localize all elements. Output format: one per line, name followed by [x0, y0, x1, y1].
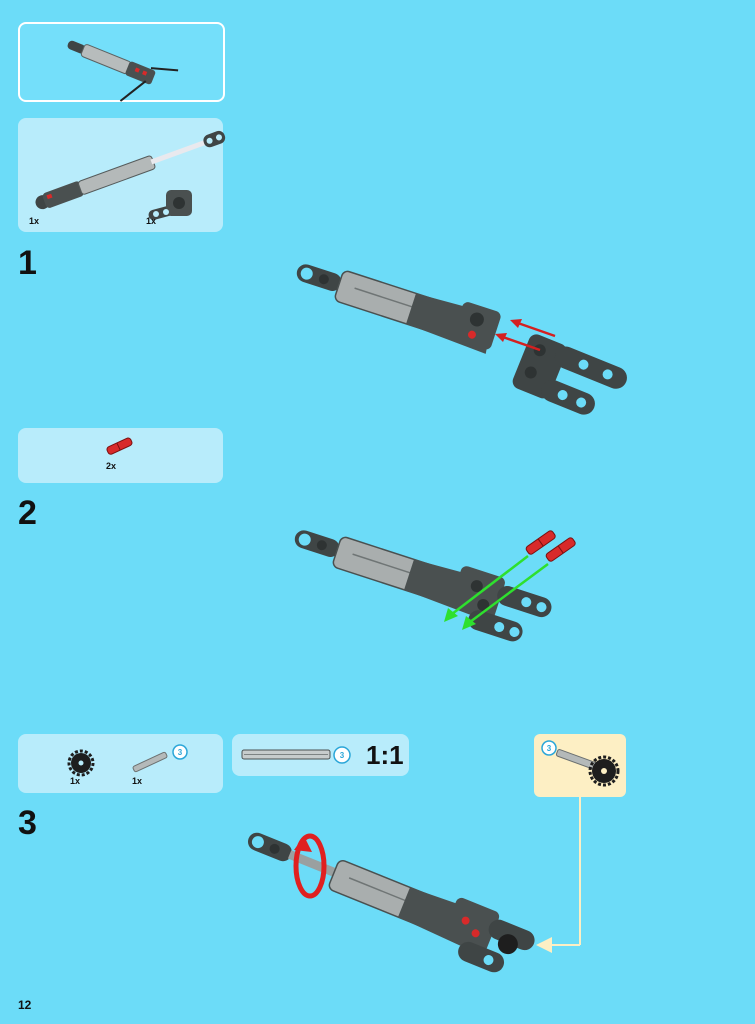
- scale-badge: 3: [340, 751, 345, 760]
- step-number: 1: [18, 244, 37, 282]
- step-2-parts-panel: 2x: [18, 428, 223, 483]
- step-number: 2: [18, 494, 37, 532]
- step-3-parts-panel: 3 1x 1x: [18, 734, 223, 793]
- step-1-parts-panel: 1x 1x: [18, 118, 226, 232]
- axle-scale-icon: 3: [241, 746, 351, 764]
- green-arrow: [469, 562, 549, 624]
- part-quantity: 1x: [146, 216, 157, 226]
- page-number: 12: [18, 998, 32, 1012]
- part-quantity: 1x: [70, 776, 81, 786]
- subassembly-badge: 3: [547, 744, 552, 753]
- assembly-preview-illustration: [67, 40, 179, 102]
- subassembly-callout: 3: [534, 734, 626, 797]
- rotate-arrow: [293, 833, 327, 899]
- gear-part-icon: [67, 749, 95, 777]
- gear-on-axle-subassembly: 3: [541, 740, 620, 787]
- red-arrow: [514, 320, 556, 338]
- scale-label: 1:1: [366, 740, 404, 770]
- shock-absorber-part-icon: [35, 130, 226, 220]
- step-3-part-icons: 3: [67, 744, 188, 777]
- preview-panel: [18, 22, 225, 102]
- part-quantity: 1x: [29, 216, 40, 226]
- axle-part-icon: 3: [132, 744, 188, 773]
- part-quantity: 1x: [132, 776, 143, 786]
- red-pin-part-icon: [106, 437, 133, 455]
- green-arrow: [451, 555, 529, 615]
- scale-reference-panel: 3: [232, 734, 409, 776]
- step-number: 3: [18, 804, 37, 842]
- part-quantity: 2x: [106, 461, 117, 471]
- axle-length-badge: 3: [178, 748, 183, 757]
- red-arrow: [499, 334, 541, 352]
